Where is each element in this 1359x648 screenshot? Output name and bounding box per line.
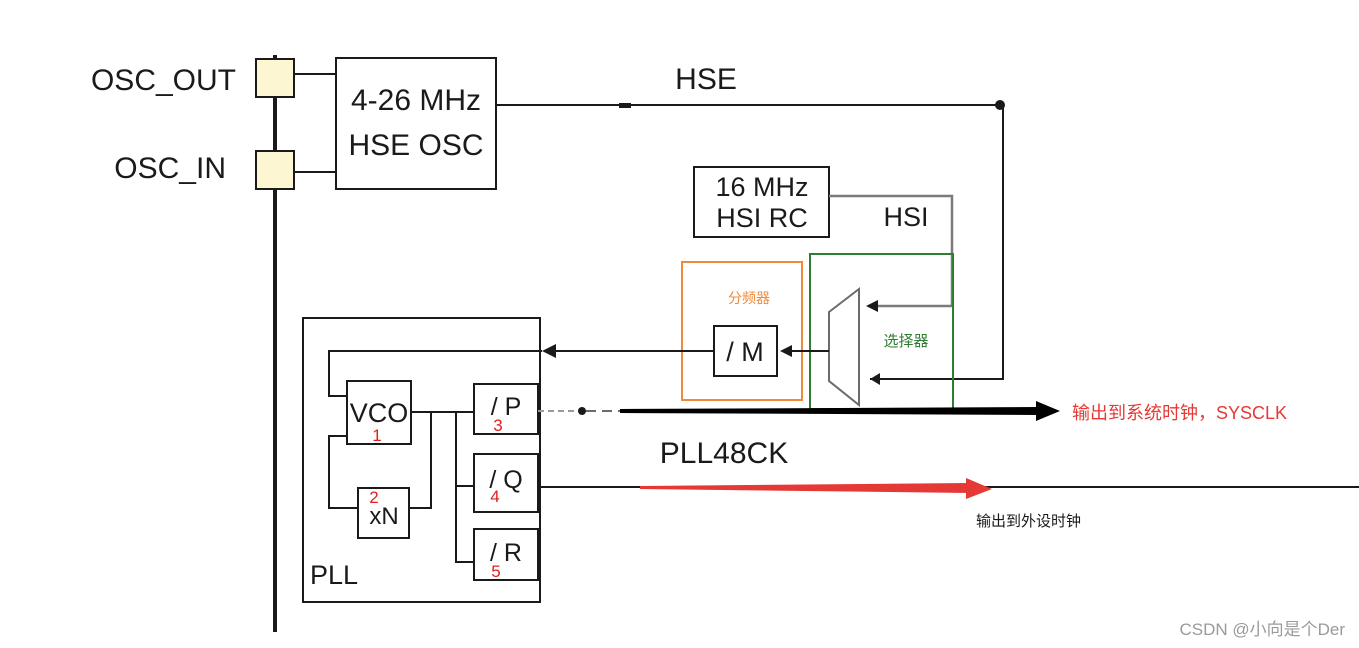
pll-label: PLL — [310, 560, 358, 590]
divider-annotation: 分频器 — [728, 290, 770, 306]
clock-selector-mux — [828, 286, 860, 408]
hsi-rc-block — [693, 166, 830, 238]
feedback-wire-right — [409, 412, 432, 509]
feedback-wire-left — [328, 435, 358, 509]
divider-q-label: / Q — [489, 466, 522, 494]
divider-m-label: / M — [726, 337, 764, 367]
marker-2: 2 — [369, 488, 378, 507]
osc-out-pin — [255, 58, 295, 98]
marker-3: 3 — [493, 416, 502, 435]
divider-q-block — [473, 453, 539, 513]
divider-m-block — [713, 325, 778, 377]
hse-osc-freq: 4-26 MHz — [351, 84, 481, 117]
hsi-rc-freq: 16 MHz — [715, 172, 808, 202]
hse-osc-name: HSE OSC — [348, 129, 483, 162]
vco-block — [346, 380, 412, 445]
divider-r-label: / R — [490, 539, 522, 567]
hse-label: HSE — [675, 63, 737, 96]
osc-in-label: OSC_IN — [114, 152, 226, 185]
m-to-pll-arrowhead — [542, 344, 556, 358]
sysclk-arrow-shaft — [620, 407, 1040, 415]
hsi-selector-arrowhead — [866, 300, 878, 312]
hsi-label: HSI — [883, 202, 928, 232]
sysclk-annotation: 输出到系统时钟，SYSCLK — [1072, 403, 1287, 423]
vco-distribution-wire — [455, 412, 474, 563]
sysclk-arrow-head — [1036, 401, 1060, 421]
hse-selector-arrowhead — [870, 373, 880, 385]
divider-p-block — [473, 383, 539, 435]
osc-in-pin — [255, 150, 295, 190]
divider-p-label: / P — [491, 393, 522, 421]
osc-out-label: OSC_OUT — [91, 64, 236, 97]
hsi-to-selector-wire — [829, 194, 954, 308]
marker-4: 4 — [490, 487, 499, 506]
multiplier-n-block — [357, 487, 410, 539]
divider-r-block — [473, 528, 539, 581]
selector-annotation: 选择器 — [883, 333, 928, 350]
p-out-dot — [578, 407, 586, 415]
periph-arrow-head — [966, 478, 992, 499]
multiplier-n-label: xN — [369, 503, 398, 530]
divider-highlight-box — [681, 261, 803, 401]
pll-input-wire — [328, 350, 542, 397]
periph-arrow-shaft — [640, 483, 970, 493]
mux-to-m-arrowhead — [780, 345, 792, 357]
watermark: CSDN @小向是个Der — [1179, 620, 1345, 639]
hse-line-mark — [619, 103, 631, 108]
marker-1: 1 — [372, 426, 381, 445]
marker-5: 5 — [491, 562, 500, 581]
vco-label: VCO — [350, 398, 409, 428]
hsi-rc-name: HSI RC — [716, 203, 808, 233]
periph-annotation: 输出到外设时钟 — [976, 513, 1081, 530]
hse-osc-block — [335, 57, 497, 190]
hse-to-selector-wire — [870, 105, 1004, 380]
pll48ck-label: PLL48CK — [660, 437, 788, 470]
